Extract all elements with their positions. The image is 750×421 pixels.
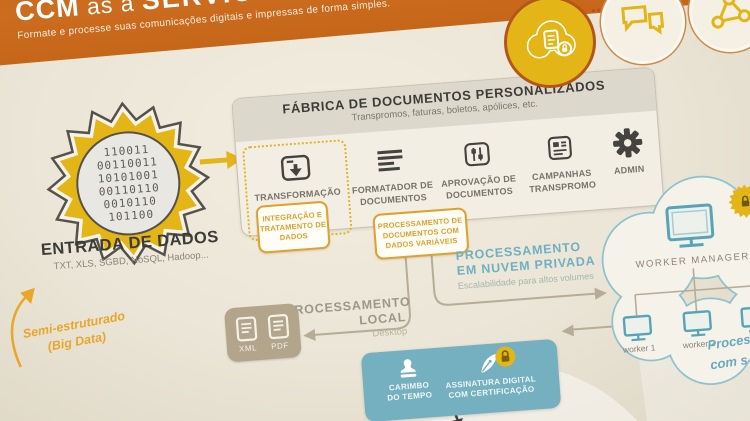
pdf-file: PDF bbox=[266, 312, 291, 351]
factory-items: TRANSFORMAÇÃO DE DADOS FORMATADOR DE DOC… bbox=[241, 116, 660, 242]
gear-icon bbox=[610, 126, 644, 160]
factory-panel: FÁBRICA DE DOCUMENTOS PERSONALIZADOS Tra… bbox=[231, 66, 665, 242]
pen-nib-icon bbox=[480, 353, 497, 373]
item-formatador-de-documentos[interactable]: FORMATADOR DE DOCUMENTOS bbox=[346, 133, 439, 228]
integracao-box: INTEGRAÇÃO E TRATAMENTO DE DADOS bbox=[255, 200, 331, 254]
private-cloud: WORKER MANAGER worker 1 worker 2 bbox=[601, 175, 750, 385]
chat-bubbles-icon bbox=[621, 5, 665, 35]
window-download-icon bbox=[278, 151, 312, 185]
sliders-icon bbox=[461, 137, 491, 171]
worker1-label: worker 1 bbox=[622, 342, 657, 355]
binary-data-text: 110011 00110011 10101001 00110110 001011… bbox=[96, 142, 161, 224]
title-ccm: CCM bbox=[13, 0, 81, 27]
output-formats-box: XML PDF bbox=[223, 303, 302, 363]
text-lines-icon bbox=[374, 144, 406, 178]
header-title-block: CCM as a SERVICE Formate e processe suas… bbox=[14, 0, 391, 42]
worker2-label: worker 2 bbox=[681, 338, 716, 351]
lock-badge-icon bbox=[494, 346, 515, 367]
network-dots-icon bbox=[711, 0, 750, 29]
nav-circle-cloud[interactable] bbox=[504, 0, 596, 88]
xml-file: XML bbox=[235, 315, 260, 354]
item-campanhas-transpromo[interactable]: CAMPANHAS TRANSPROMO bbox=[518, 120, 605, 215]
item-transformacao-de-dados[interactable]: TRANSFORMAÇÃO DE DADOS bbox=[241, 139, 353, 242]
item-aprovacao-de-documentos[interactable]: APROVAÇÃO DE DOCUMENTOS bbox=[432, 126, 525, 221]
data-starburst bbox=[41, 96, 216, 271]
title-as-a: as a bbox=[78, 0, 143, 21]
document-icon bbox=[267, 313, 290, 339]
stamp-icon bbox=[400, 359, 416, 378]
worker-manager-monitor bbox=[665, 203, 715, 248]
cloud-document-lock-icon bbox=[526, 20, 576, 59]
document-icon bbox=[235, 315, 258, 341]
worker-monitors: worker 1 worker 2 ... bbox=[622, 305, 750, 355]
cloud-lock-badge-icon bbox=[727, 183, 750, 220]
article-icon bbox=[546, 131, 574, 165]
item-admin[interactable]: ADMIN bbox=[598, 116, 659, 209]
